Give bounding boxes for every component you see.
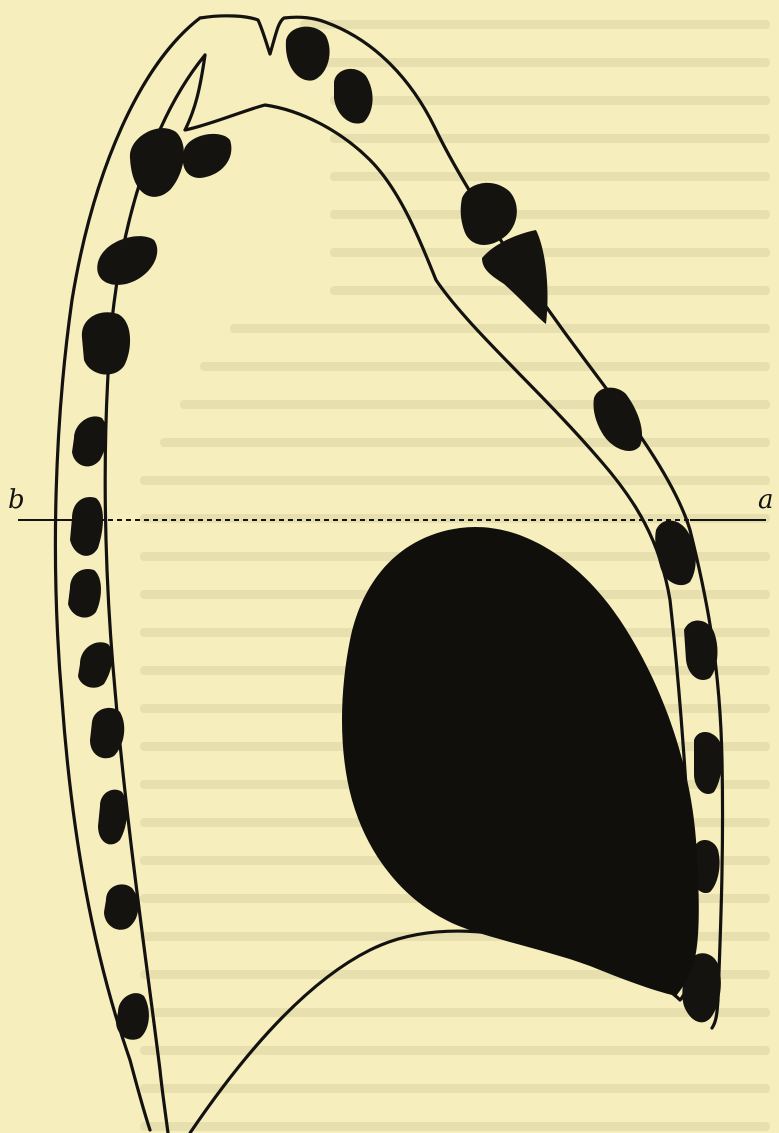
rib-section <box>78 642 112 687</box>
marker-a-label: a <box>758 485 774 515</box>
rib-section <box>116 993 149 1040</box>
rib-section <box>70 497 103 556</box>
rib-section <box>593 388 642 451</box>
sternal-segment <box>286 27 330 81</box>
rib-section <box>694 732 722 794</box>
marker-b-label: b <box>8 485 25 515</box>
rib-section <box>461 183 517 245</box>
rib-section <box>130 128 184 197</box>
rib-section <box>72 416 107 466</box>
rib-section <box>183 134 232 178</box>
rib-section <box>482 230 548 324</box>
rib-section <box>98 790 127 845</box>
posterior-rib-sections <box>68 128 231 1040</box>
rib-section <box>97 236 157 285</box>
rib-section <box>684 620 717 680</box>
rib-section <box>104 884 138 929</box>
rib-section <box>82 312 130 374</box>
rib-section <box>68 569 101 618</box>
heart-silhouette <box>342 527 699 996</box>
sternal-segment <box>334 69 373 124</box>
